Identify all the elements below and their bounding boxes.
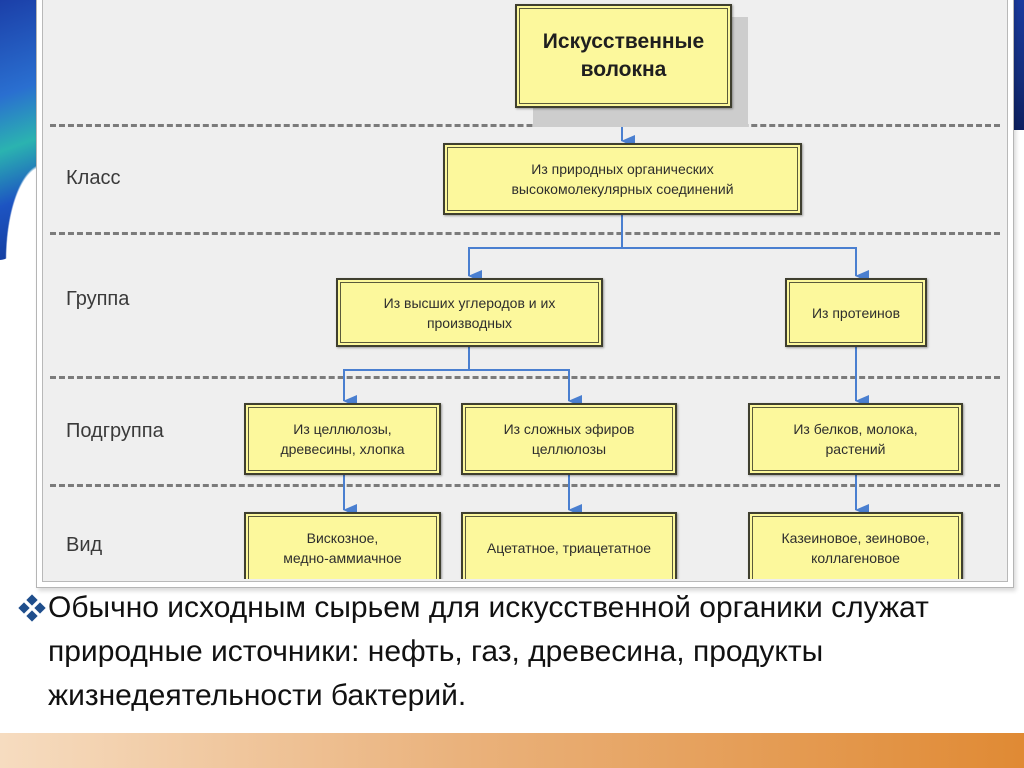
node-text: Из целлюлозы, bbox=[293, 421, 392, 437]
node-text: растений bbox=[825, 441, 886, 457]
node-text: Ацетатное, триацетатное bbox=[486, 540, 652, 556]
kind-row-clip: Вискозное, медно-аммиачное Ацетатное, три… bbox=[244, 512, 963, 579]
node-text: Из высших углеродов и их bbox=[383, 294, 556, 311]
node-text: высокомолекулярных соединений bbox=[511, 181, 734, 197]
node-subgroup-proteins: Из белков, молока, растений bbox=[748, 403, 963, 475]
node-text: целлюлозы bbox=[531, 441, 607, 457]
node-kind-casein: Казеиновое, зеиновое, коллагеновое bbox=[748, 512, 963, 579]
node-kind-viscose: Вискозное, медно-аммиачное bbox=[244, 512, 441, 579]
node-group-protein: Из протеинов bbox=[785, 278, 927, 347]
level-label-class: Класс bbox=[66, 167, 121, 189]
background-decoration-right bbox=[1008, 0, 1024, 130]
level-separator bbox=[50, 124, 1000, 127]
node-text: Из сложных эфиров bbox=[503, 421, 635, 437]
node-text: Из протеинов bbox=[811, 304, 901, 321]
bottom-decoration-bar bbox=[0, 733, 1024, 768]
diamond-cluster-icon bbox=[18, 594, 46, 622]
node-kind-acetate: Ацетатное, триацетатное bbox=[461, 512, 677, 579]
node-class: Из природных органических высокомолекуляр… bbox=[443, 143, 802, 215]
node-subgroup-cellulose: Из целлюлозы, древесины, хлопка bbox=[244, 403, 441, 475]
node-text: Вискозное, bbox=[306, 530, 379, 546]
background-decoration-left bbox=[0, 0, 44, 260]
node-root: Искусственные волокна bbox=[515, 4, 732, 108]
node-root-line1: Искусственные bbox=[542, 30, 705, 53]
node-text: производных bbox=[426, 314, 513, 331]
level-separator bbox=[50, 484, 1000, 487]
level-label-group: Группа bbox=[66, 288, 130, 310]
node-text: Из природных органических bbox=[531, 161, 714, 177]
node-text: медно-аммиачное bbox=[283, 550, 402, 566]
node-text: Из белков, молока, bbox=[793, 421, 918, 437]
node-group-carbon: Из высших углеродов и их производных bbox=[336, 278, 603, 347]
node-text: Казеиновое, зеиновое, bbox=[781, 530, 930, 546]
node-root-line2: волокна bbox=[580, 58, 667, 81]
level-label-kind: Вид bbox=[66, 534, 103, 556]
node-text: коллагеновое bbox=[811, 550, 900, 566]
bullet-text: Обычно исходным сырьем для искусственной… bbox=[48, 591, 929, 712]
node-subgroup-esters: Из сложных эфиров целлюлозы bbox=[461, 403, 677, 475]
level-label-subgroup: Подгруппа bbox=[66, 420, 164, 442]
node-text: древесины, хлопка bbox=[280, 441, 405, 457]
